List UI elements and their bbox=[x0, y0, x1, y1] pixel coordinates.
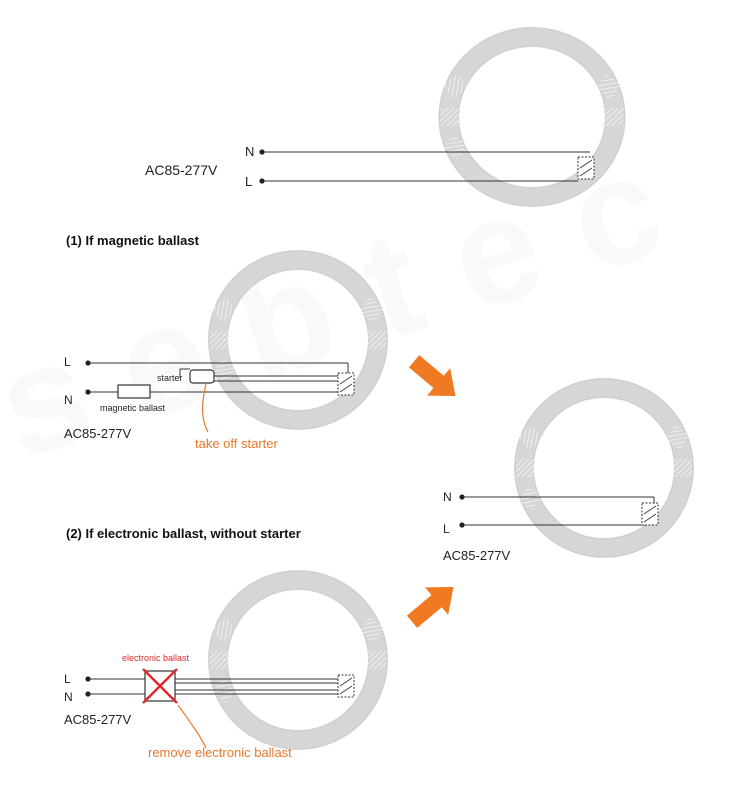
take-off-starter-note: take off starter bbox=[195, 436, 279, 451]
electronic-ballast-diagram: electronic ballast L N AC85-277V remove … bbox=[64, 571, 387, 760]
section2-lamp-ring bbox=[209, 571, 387, 749]
section1-connector-icon bbox=[337, 372, 355, 396]
magnetic-ballast-label: magnetic ballast bbox=[100, 403, 166, 413]
top-connector-icon bbox=[577, 156, 595, 180]
magnetic-ballast-diagram: L N starter magnetic ballast AC85-277V t… bbox=[64, 251, 387, 451]
result-terminal-l bbox=[459, 522, 465, 528]
section2-terminal-n bbox=[85, 691, 91, 697]
section1-voltage-label: AC85-277V bbox=[64, 426, 132, 441]
section2-voltage-label: AC85-277V bbox=[64, 712, 132, 727]
magnetic-ballast-symbol bbox=[117, 384, 151, 399]
result-voltage-label: AC85-277V bbox=[443, 548, 511, 563]
starter-pointer bbox=[201, 383, 209, 433]
ballast-pointer bbox=[177, 704, 207, 749]
arrow-to-result-1-icon bbox=[408, 355, 456, 396]
section1-label-l: L bbox=[64, 355, 71, 369]
remove-ballast-note: remove electronic ballast bbox=[148, 745, 292, 760]
section1-terminal-l bbox=[85, 360, 91, 366]
section2-connector-icon bbox=[337, 674, 355, 698]
section1-terminal-n bbox=[85, 389, 91, 395]
top-voltage-label: AC85-277V bbox=[145, 162, 218, 178]
top-wiring-diagram: N L AC85-277V bbox=[145, 28, 625, 206]
top-terminal-l bbox=[259, 178, 265, 184]
result-label-l: L bbox=[443, 522, 450, 536]
top-label-n: N bbox=[245, 144, 254, 159]
result-lamp-ring bbox=[515, 379, 693, 557]
starter-symbol bbox=[189, 369, 215, 384]
top-label-l: L bbox=[245, 174, 252, 189]
section2-terminal-l bbox=[85, 676, 91, 682]
section2-label-l: L bbox=[64, 672, 71, 686]
section1-heading: (1) If magnetic ballast bbox=[66, 233, 200, 248]
top-terminal-n bbox=[259, 149, 265, 155]
section1-label-n: N bbox=[64, 393, 73, 407]
arrow-to-result-2-icon bbox=[406, 587, 454, 628]
result-connector-icon bbox=[641, 502, 659, 526]
result-label-n: N bbox=[443, 490, 452, 504]
electronic-ballast-label: electronic ballast bbox=[122, 653, 190, 663]
section2-heading: (2) If electronic ballast, without start… bbox=[66, 526, 301, 541]
starter-label: starter bbox=[157, 373, 183, 383]
section2-label-n: N bbox=[64, 690, 73, 704]
result-terminal-n bbox=[459, 494, 465, 500]
result-wiring-diagram: N L AC85-277V bbox=[443, 379, 693, 563]
